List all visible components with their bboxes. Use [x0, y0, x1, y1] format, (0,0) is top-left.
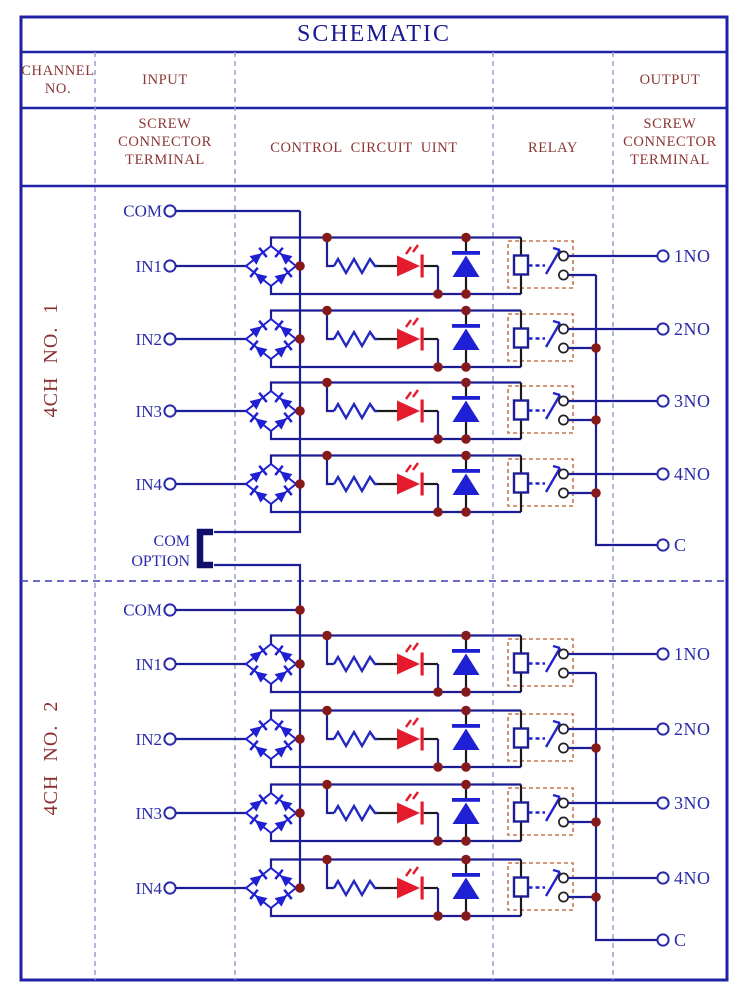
channel-row-3: [164, 378, 668, 444]
output-label: 3NO: [674, 391, 711, 411]
common-bus-dots: [591, 343, 601, 498]
channel-row-1: [164, 233, 668, 299]
com-option-bracket-icon: [196, 528, 213, 569]
com-option-label-line2: OPTION: [131, 553, 190, 570]
header-output: OUTPUT: [640, 72, 701, 88]
com-label: COM: [123, 202, 162, 221]
input-label: IN1: [136, 655, 162, 674]
input-label: IN3: [136, 402, 162, 421]
output-label: 4NO: [674, 464, 711, 484]
common-label: C: [674, 535, 687, 555]
group-1: 4CH NO. 1 COM COM OPTION IN1 IN2 IN3 IN4…: [40, 202, 711, 888]
group-2: 4CH NO. 2 COM IN1 IN2 IN3 IN4 1NO 2NO 3N…: [40, 601, 711, 951]
header-channel-no-line2: NO.: [45, 81, 71, 97]
input-label: IN4: [136, 475, 163, 494]
header-output-sub-line1: SCREW: [644, 116, 697, 132]
output-label: 1NO: [674, 246, 711, 266]
common-terminal: [656, 538, 670, 552]
header-channel-no-line1: CHANNEL: [21, 63, 94, 79]
outer-border: [19, 15, 729, 982]
group-label: 4CH NO. 2: [40, 701, 62, 816]
column-divider-lines: [94, 52, 614, 980]
output-label: 4NO: [674, 868, 711, 888]
output-label: 2NO: [674, 719, 711, 739]
group-label: 4CH NO. 1: [40, 303, 62, 418]
output-label: 1NO: [674, 644, 711, 664]
header-input-sub-line1: SCREW: [139, 116, 192, 132]
output-label: 3NO: [674, 793, 711, 813]
com-label: COM: [123, 601, 162, 620]
com-bus-wire: [214, 211, 302, 888]
table-grid: [19, 15, 729, 982]
common-terminal: [656, 933, 670, 947]
header-input-sub-line2: CONNECTOR: [118, 134, 212, 150]
header-output-sub-line3: TERMINAL: [630, 152, 710, 168]
common-bus-wire: [594, 673, 658, 942]
header-output-sub-line2: CONNECTOR: [623, 134, 717, 150]
input-label: IN2: [136, 730, 162, 749]
input-label: IN4: [136, 879, 163, 898]
input-label: IN3: [136, 804, 162, 823]
com-option-label-line1: COM: [154, 533, 190, 550]
common-bus-wire: [594, 275, 658, 547]
output-label: 2NO: [674, 319, 711, 339]
header-input-sub-line3: TERMINAL: [125, 152, 205, 168]
channel-row-1: [164, 631, 668, 697]
junction-dot: [295, 605, 305, 615]
input-label: IN2: [136, 330, 162, 349]
common-bus-dots: [591, 743, 601, 902]
common-label: C: [674, 930, 687, 950]
com-terminal: [163, 603, 177, 617]
channel-row-4: [164, 855, 668, 921]
header-row-lines: [21, 50, 727, 188]
header-input: INPUT: [142, 72, 188, 88]
page-title: SCHEMATIC: [297, 21, 451, 47]
input-label: IN1: [136, 257, 162, 276]
channel-row-3: [164, 780, 668, 846]
com-terminal: [163, 204, 177, 218]
channel-row-2: [164, 306, 668, 372]
channel-row-2: [164, 706, 668, 772]
channel-row-4: [164, 451, 668, 517]
header-control-circuit: CONTROL CIRCUIT UINT: [270, 140, 458, 156]
header-relay: RELAY: [528, 140, 578, 156]
